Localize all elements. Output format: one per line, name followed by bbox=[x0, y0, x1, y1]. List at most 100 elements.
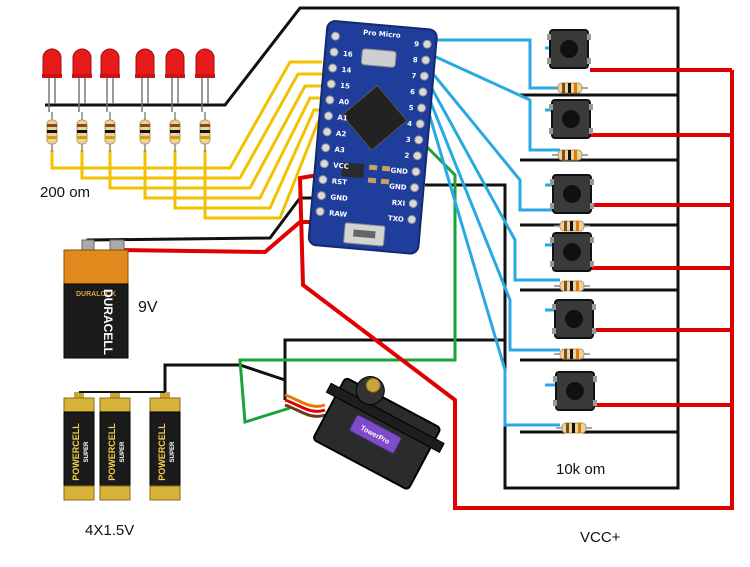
svg-text:POWERCELL: POWERCELL bbox=[71, 423, 81, 481]
servo-motor: TowerPro bbox=[284, 376, 445, 490]
svg-text:GND: GND bbox=[389, 182, 407, 192]
button-resistor-5 bbox=[554, 348, 590, 360]
pin-5-wire bbox=[423, 87, 560, 352]
svg-text:9: 9 bbox=[414, 40, 420, 48]
push-button-2[interactable] bbox=[549, 99, 593, 139]
right-pin-header bbox=[407, 39, 432, 225]
led-resistor-1 bbox=[46, 112, 58, 152]
led-2 bbox=[72, 48, 92, 112]
svg-text:A2: A2 bbox=[336, 130, 347, 139]
svg-text:3: 3 bbox=[405, 136, 411, 144]
servo-signal-wire bbox=[238, 138, 457, 424]
button-resistor-2 bbox=[552, 149, 588, 161]
svg-text:POWERCELL: POWERCELL bbox=[107, 423, 117, 481]
yellow-wires bbox=[50, 60, 322, 220]
led-6 bbox=[195, 48, 215, 112]
led-4 bbox=[135, 48, 155, 112]
led-resistor-6 bbox=[199, 112, 211, 152]
svg-text:POWERCELL: POWERCELL bbox=[157, 423, 167, 481]
led-resistor-3 bbox=[104, 112, 116, 152]
led-ground-rail-wire bbox=[45, 6, 680, 490]
led-2-wire bbox=[80, 72, 322, 180]
svg-text:SUPER: SUPER bbox=[84, 441, 90, 462]
svg-text:GND: GND bbox=[390, 167, 408, 177]
aa-cell-1: POWERCELL SUPER bbox=[63, 392, 95, 501]
battery-9v-label: 9V bbox=[138, 299, 158, 316]
push-button-4[interactable] bbox=[550, 232, 594, 272]
battery-9v-top-brand: DURALOCK bbox=[76, 291, 116, 298]
led-5-wire bbox=[173, 108, 322, 210]
svg-text:RST: RST bbox=[331, 177, 347, 186]
button-resistor-column bbox=[552, 82, 592, 434]
led-resistor-row bbox=[46, 112, 211, 152]
aa-cell-3: POWERCELL SUPER bbox=[149, 392, 181, 501]
battery-9v: DURALOCK DURACELL bbox=[63, 239, 129, 359]
regulator-chip bbox=[341, 162, 365, 179]
led-3 bbox=[100, 48, 120, 112]
button-resistor-3 bbox=[554, 220, 590, 232]
svg-text:SUPER: SUPER bbox=[170, 441, 176, 462]
left-pin-labels: 16 14 15 A0 A1 A2 A3 VCC RST GND RAW bbox=[329, 50, 354, 219]
led-resistor-5 bbox=[169, 112, 181, 152]
led-1 bbox=[42, 48, 62, 112]
push-button-3[interactable] bbox=[550, 174, 594, 214]
led-1-wire bbox=[50, 60, 322, 170]
red-wires bbox=[119, 68, 734, 510]
servo-signal-lead bbox=[284, 393, 326, 408]
battery-9v-brand: DURACELL bbox=[101, 289, 115, 355]
push-button-column bbox=[547, 29, 597, 411]
pin-7-wire bbox=[423, 63, 560, 212]
svg-text:16: 16 bbox=[343, 50, 354, 59]
blue-wires bbox=[423, 38, 560, 427]
battery-aa-negative-wire bbox=[163, 363, 286, 395]
button-resistor-4 bbox=[554, 280, 590, 292]
svg-text:7: 7 bbox=[411, 72, 417, 80]
svg-text:5: 5 bbox=[408, 104, 414, 112]
svg-text:A3: A3 bbox=[334, 146, 345, 155]
pin-6-wire bbox=[423, 75, 560, 282]
led-5 bbox=[165, 48, 185, 112]
battery-aa-label: 4X1.5V bbox=[85, 522, 134, 539]
svg-text:SUPER: SUPER bbox=[120, 441, 126, 462]
push-button-6[interactable] bbox=[553, 371, 597, 411]
board-name: Pro Micro bbox=[363, 29, 401, 40]
svg-text:RAW: RAW bbox=[329, 209, 348, 219]
aa-cell-2: POWERCELL SUPER bbox=[99, 392, 131, 501]
svg-text:A1: A1 bbox=[337, 114, 348, 123]
svg-text:15: 15 bbox=[340, 82, 351, 91]
led-resistor-2 bbox=[76, 112, 88, 152]
led-3-wire bbox=[108, 84, 322, 190]
servo-ground-wire bbox=[283, 338, 505, 400]
right-pin-labels: 9 8 7 6 5 4 3 2 GND GND RXI TXO bbox=[388, 40, 420, 224]
svg-text:14: 14 bbox=[341, 66, 352, 75]
green-wires bbox=[238, 138, 457, 424]
atmega-chip bbox=[341, 84, 408, 151]
servo-ground-lead bbox=[284, 403, 326, 418]
svg-text:TXO: TXO bbox=[388, 214, 405, 223]
servo-power-lead bbox=[284, 398, 326, 413]
svg-text:4: 4 bbox=[407, 120, 413, 128]
svg-text:6: 6 bbox=[410, 88, 416, 96]
button-resistor-6 bbox=[556, 422, 592, 434]
push-button-1[interactable] bbox=[547, 29, 591, 69]
svg-text:VCC: VCC bbox=[333, 161, 349, 170]
svg-text:RXI: RXI bbox=[391, 199, 405, 208]
pro-micro-board: Pro Micro 16 14 15 A0 A1 A2 A3 VCC RST G… bbox=[307, 20, 438, 255]
led-row bbox=[42, 48, 225, 112]
push-button-5[interactable] bbox=[552, 299, 596, 339]
battery-9v-positive-wire bbox=[119, 220, 318, 255]
pin-8-wire bbox=[424, 50, 560, 152]
pin-9-wire bbox=[425, 38, 560, 90]
svg-text:A0: A0 bbox=[338, 98, 349, 107]
battery-aa-pack: POWERCELL SUPER POWERCELL SUPER POWERCEL… bbox=[63, 391, 181, 501]
led-resistor-4 bbox=[139, 112, 151, 152]
left-pin-header bbox=[315, 31, 340, 217]
led-resistor-label: 200 om bbox=[40, 184, 90, 201]
svg-text:2: 2 bbox=[404, 152, 410, 160]
vcc-label: VCC+ bbox=[580, 529, 621, 546]
crystal-oscillator bbox=[360, 48, 397, 68]
vcc-main-wire bbox=[297, 70, 734, 510]
button-resistor-label: 10k om bbox=[556, 461, 605, 478]
